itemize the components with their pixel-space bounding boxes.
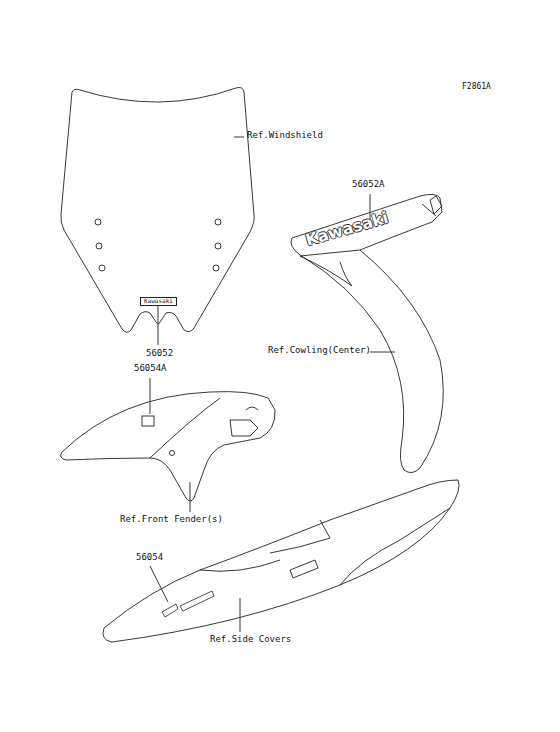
side-cover-outline: [103, 480, 459, 642]
callout-number: 56054: [136, 553, 163, 563]
front-fender-detail: [150, 398, 258, 458]
front-fender-outline: [61, 392, 275, 501]
callout-number: 56052: [146, 349, 173, 359]
leader-lines: [150, 137, 395, 632]
fender-bolt: [170, 451, 175, 456]
cowling-edge: [300, 204, 436, 286]
decal-text: Kawasaki: [140, 297, 177, 306]
side-cover-detail: [200, 508, 450, 585]
callout-number: 56054A: [134, 364, 167, 374]
reference-label: Ref.Windshield: [247, 131, 323, 141]
side-cover-logo: [162, 591, 214, 617]
reference-label: Ref.Side Covers: [210, 635, 291, 645]
cowling-outline: [291, 194, 443, 472]
windshield-outline: [61, 88, 254, 333]
windshield-holes: [95, 219, 221, 271]
figure-number: F2861A: [462, 83, 491, 92]
reference-label: Ref.Front Fender(s): [120, 515, 223, 525]
reference-label: Ref.Cowling(Center): [268, 346, 371, 356]
fender-decal: [142, 416, 154, 426]
callout-number: 56052A: [352, 180, 385, 190]
cowling-vent: [430, 196, 442, 214]
